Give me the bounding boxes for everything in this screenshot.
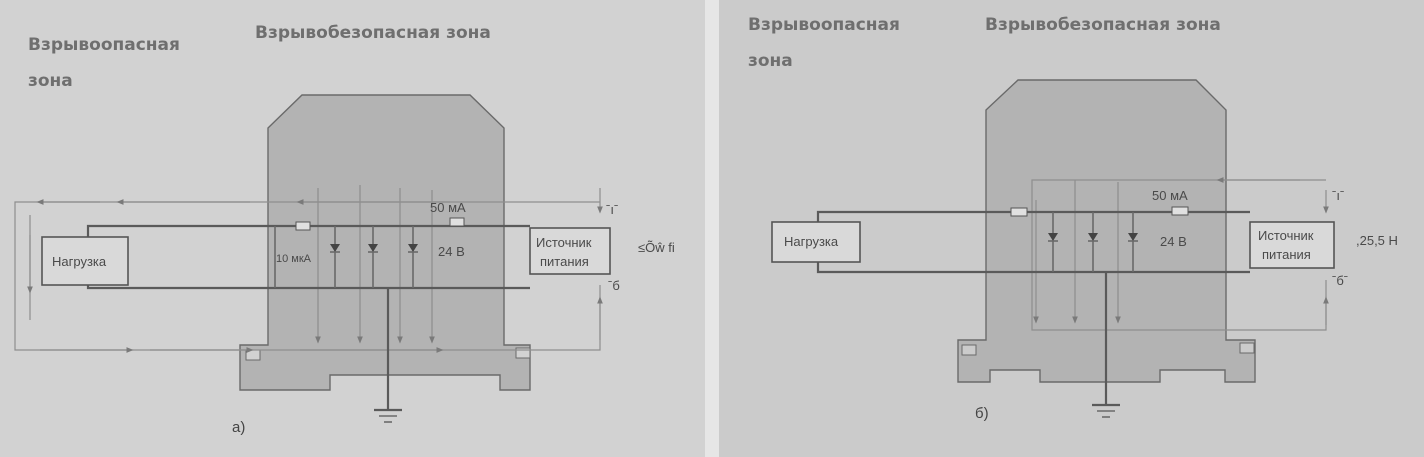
mark-top: ˉıˉ	[1332, 188, 1344, 203]
zone-safe-title: Взрывобезопасная зона	[985, 15, 1221, 35]
load-label: Нагрузка	[52, 254, 107, 269]
fuse-50ma	[1171, 206, 1189, 216]
ground-icon	[374, 408, 402, 423]
caption-b: б)	[975, 405, 989, 422]
zone-hazard-title-line1: Взрывоопасная	[748, 15, 900, 35]
zener-icon-2	[368, 244, 378, 252]
fuse-50ma	[449, 217, 465, 227]
source-label-line1: Источник	[536, 235, 592, 250]
power-source-box	[529, 227, 611, 275]
din-clip-right	[1239, 342, 1255, 354]
zener-diodes	[1048, 212, 1138, 272]
caption-a: а)	[232, 419, 245, 436]
source-label-line1: Источник	[1258, 228, 1314, 243]
zone-hazard-title-line1: Взрывоопасная	[28, 35, 180, 55]
mark-top: ˉıˉ	[606, 202, 618, 217]
zener-diodes	[330, 226, 418, 288]
barrier-housing	[239, 94, 531, 391]
zone-safe-title: Взрывобезопасная зона	[255, 23, 491, 43]
load-label: Нагрузка	[784, 234, 839, 249]
ground-icon	[1092, 403, 1120, 418]
source-label-line2: питания	[540, 254, 589, 269]
din-clip-right	[515, 347, 531, 359]
mark-bottom: ˉб	[608, 278, 620, 293]
resistor-series	[295, 221, 311, 231]
panel-a: Взрывоопасная зона Взрывобезопасная зона	[14, 23, 675, 436]
zener-icon-3	[1128, 233, 1138, 241]
panel-b: Взрывоопасная зона Взрывобезопасная зона	[748, 15, 1398, 422]
din-clip-left	[961, 344, 977, 356]
din-clip-left	[245, 349, 261, 361]
load-box	[771, 221, 861, 263]
zener-icon-1	[330, 244, 340, 252]
signal-wire-top	[86, 224, 530, 237]
zener-icon-1	[1048, 233, 1058, 241]
current-10-label: 10 мкА	[276, 253, 312, 265]
power-source-box	[1249, 221, 1335, 269]
voltage-label: 24 В	[438, 244, 465, 259]
zener-icon-2	[1088, 233, 1098, 241]
side-voltage-label: ,25,5 Н	[1356, 233, 1398, 248]
side-voltage-label: ≤Õŵ fi	[638, 240, 675, 255]
zener-icon-3	[408, 244, 418, 252]
voltage-label: 24 В	[1160, 234, 1187, 249]
mark-bottom: ˉбˉ	[1332, 273, 1348, 288]
load-box	[41, 236, 129, 286]
zone-hazard-title-line2: зона	[748, 51, 793, 71]
source-label-line2: питания	[1262, 247, 1311, 262]
current-50-label: 50 мА	[430, 200, 466, 215]
current-50-label: 50 мА	[1152, 188, 1188, 203]
resistor-series	[1010, 207, 1028, 217]
zone-hazard-title-line2: зона	[28, 71, 73, 91]
